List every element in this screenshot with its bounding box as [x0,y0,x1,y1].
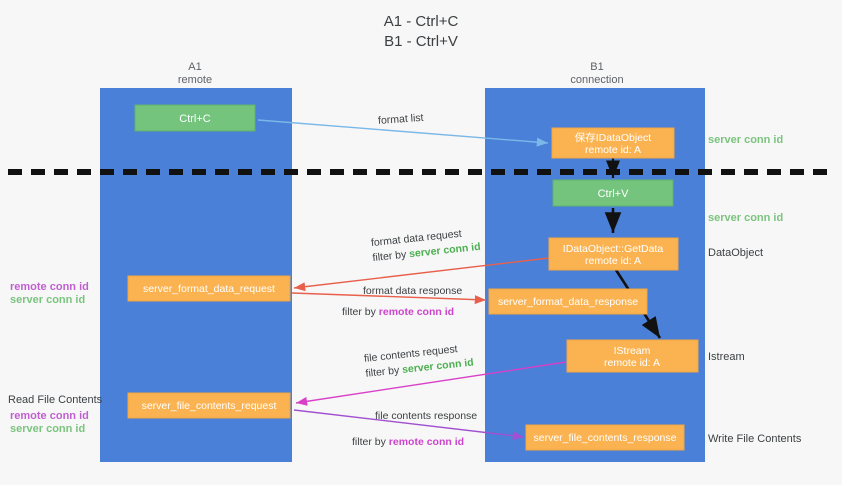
node-server-format-data-request[interactable]: server_format_data_request [127,275,291,302]
lane-b1-subtitle: connection [570,74,623,86]
edge-label-fcresp-line1: file contents response [375,410,477,422]
node-istream[interactable]: IStream remote id: A [566,339,699,373]
edge-label-format-data-request: format data request filter by server con… [370,228,481,264]
node-server-format-data-request-label: server_format_data_request [143,283,275,295]
edge-label-fdresp-value: remote conn id [379,306,454,318]
node-getdata-line1: IDataObject::GetData [563,243,664,255]
edge-label-file-contents-response: file contents response filter by remote … [352,410,477,448]
node-getdata[interactable]: IDataObject::GetData remote id: A [548,237,679,271]
node-getdata-line2: remote id: A [585,255,641,267]
edge-label-fdresp-line2: filter by remote conn id [342,306,454,318]
title-line-1: A1 - Ctrl+C [384,13,459,30]
title-line-2: B1 - Ctrl+V [384,33,458,50]
annotation-right-server-conn-1: server conn id [708,134,783,146]
edge-label-fcresp-line2: filter by remote conn id [352,436,464,448]
edge-file-contents-request [295,361,567,406]
node-ctrl-c[interactable]: Ctrl+C [134,104,256,132]
node-ctrl-v-label: Ctrl+V [598,188,630,200]
edge-label-fcreq-prefix: filter by [365,364,403,380]
edge-label-fcresp-value: remote conn id [389,436,464,448]
annotation-left-server-conn-1: server conn id [10,294,85,306]
node-istream-line1: IStream [614,345,651,357]
lane-a1-title: A1 [188,61,201,73]
annotation-left-remote-conn-1: remote conn id [10,281,89,293]
node-save-dataobject-line2: remote id: A [585,144,641,156]
annotation-right-istream: Istream [708,351,745,363]
node-server-format-data-response-label: server_format_data_response [498,296,638,308]
node-server-format-data-response[interactable]: server_format_data_response [488,288,648,315]
node-save-dataobject-line1: 保存IDataObject [575,131,652,144]
node-istream-line2: remote id: A [604,357,660,369]
node-server-file-contents-response[interactable]: server_file_contents_response [525,424,685,451]
annotation-left-remote-conn-2: remote conn id [10,410,89,422]
annotation-right-write-file: Write File Contents [708,433,802,445]
edge-file-contents-response [293,409,525,441]
edge-label-file-contents-request: file contents request filter by server c… [363,343,474,380]
annotation-left-server-conn-2: server conn id [10,423,85,435]
edge-label-fdresp-prefix: filter by [342,306,379,318]
annotation-right-server-conn-2: server conn id [708,212,783,224]
node-server-file-contents-request[interactable]: server_file_contents_request [127,392,291,419]
edge-format-list [257,119,549,147]
node-server-file-contents-response-label: server_file_contents_response [533,432,676,444]
edge-label-fdresp-line1: format data response [363,285,462,297]
edge-label-format-data-response: format data response filter by remote co… [342,285,462,318]
annotation-right-dataobject: DataObject [708,247,763,259]
lane-b1-title: B1 [590,61,603,73]
node-ctrl-c-label: Ctrl+C [179,113,211,125]
edge-format-data-request [293,257,550,292]
edge-format-data-response [291,292,487,305]
node-save-dataobject[interactable]: 保存IDataObject remote id: A [551,127,675,159]
node-server-file-contents-request-label: server_file_contents_request [142,400,277,412]
edge-label-format-list: format list [378,112,424,127]
annotation-left-read-file: Read File Contents [8,394,103,406]
lane-a1-subtitle: remote [178,74,212,86]
edge-label-format-list-text: format list [378,112,424,127]
edge-label-fcresp-prefix: filter by [352,436,389,448]
node-ctrl-v[interactable]: Ctrl+V [552,179,674,207]
edge-label-fdreq-prefix: filter by [372,248,410,264]
